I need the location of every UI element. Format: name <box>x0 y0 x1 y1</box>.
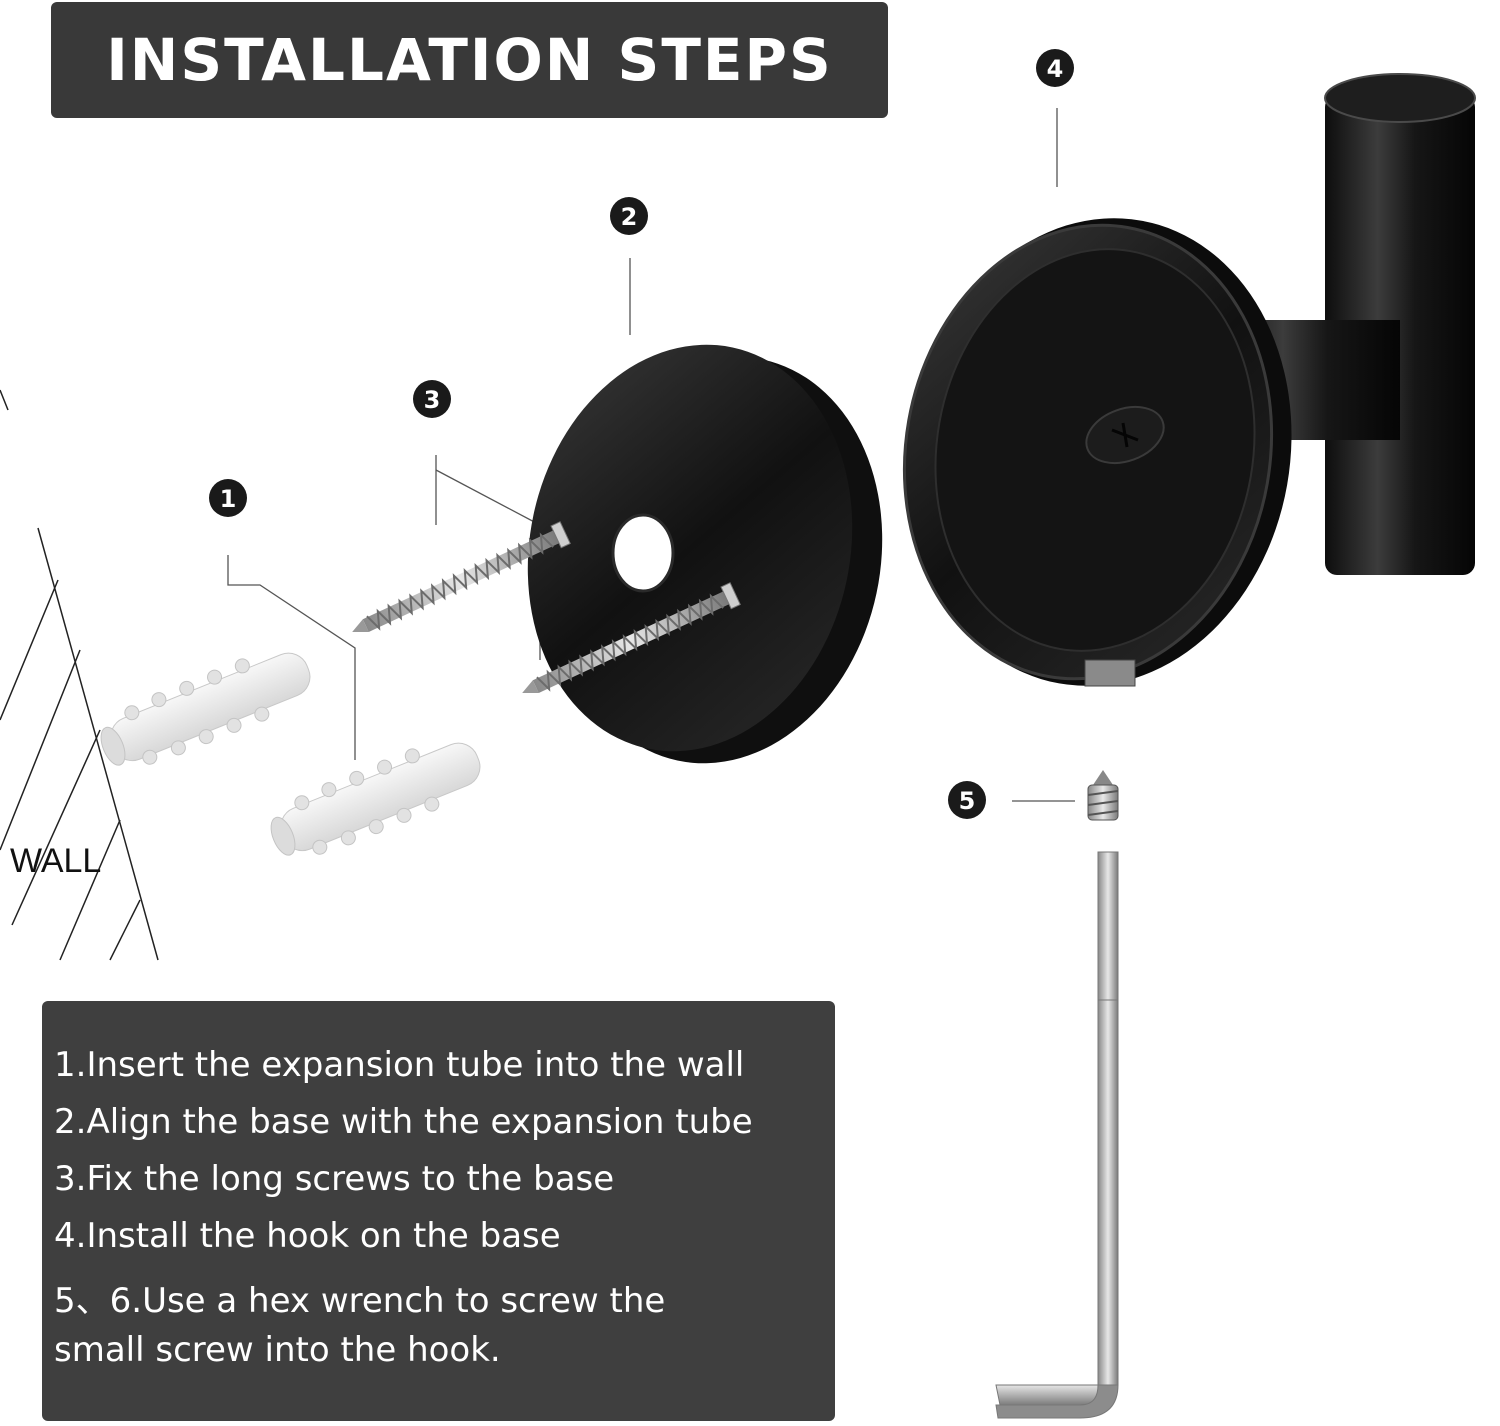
hex-wrench <box>1097 851 1119 1000</box>
installation-diagram: WALL 1 2 3 4 5 6 <box>0 49 1476 1000</box>
step-4: 4.Install the hook on the base <box>54 1216 561 1256</box>
steps-box: 1.Insert the expansion tube into the wal… <box>42 1001 835 1421</box>
callout-2-label: 2 <box>621 203 638 231</box>
callout-3-label: 3 <box>424 386 441 414</box>
expansion-tube <box>270 742 481 856</box>
callout-5-label: 5 <box>959 787 976 815</box>
callout-2: 2 <box>610 197 648 235</box>
step-1: 1.Insert the expansion tube into the wal… <box>54 1045 745 1085</box>
step-5-6: 5、6.Use a hex wrench to screw the <box>54 1281 666 1321</box>
callout-5: 5 <box>948 781 986 819</box>
step-3: 3.Fix the long screws to the base <box>54 1159 615 1199</box>
callout-4-label: 4 <box>1047 55 1064 83</box>
wall-hatching <box>0 389 159 961</box>
long-screw <box>352 521 571 632</box>
callout-3: 3 <box>413 380 451 418</box>
page-title: INSTALLATION STEPS <box>106 26 833 94</box>
wall-label: WALL <box>10 842 101 880</box>
long-screw <box>522 582 741 693</box>
callout-4: 4 <box>1036 49 1074 87</box>
expansion-tube <box>100 652 311 766</box>
hex-wrench-lower <box>995 1000 1119 1419</box>
small-screw <box>1087 770 1119 821</box>
step-5-6-continued: small screw into the hook. <box>54 1330 501 1370</box>
title-banner: INSTALLATION STEPS <box>51 2 888 118</box>
base <box>527 344 883 764</box>
step-2: 2.Align the base with the expansion tube <box>54 1102 753 1142</box>
callout-1-label: 1 <box>220 485 237 513</box>
hook <box>902 73 1476 687</box>
callout-1: 1 <box>209 479 247 517</box>
